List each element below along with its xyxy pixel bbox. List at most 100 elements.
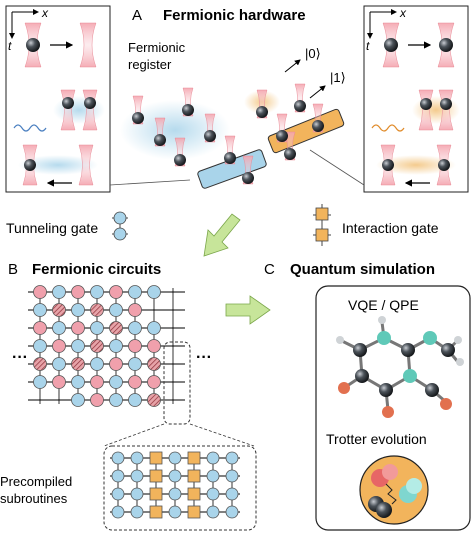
tunneling-gate-node (53, 322, 66, 335)
hatched-gate-node (91, 304, 104, 317)
tunneling-gate-node (169, 452, 181, 464)
phase-gate-node (34, 286, 47, 299)
phase-gate-node (72, 286, 85, 299)
tunneling-gate-symbol (112, 212, 128, 240)
fermion-atom (26, 38, 40, 52)
axis-x-label-right: x (399, 6, 407, 20)
tunneling-gate-node (129, 286, 142, 299)
tunneling-gate-node (110, 394, 123, 407)
zoom-line-right (190, 424, 254, 446)
callout-line-right (310, 150, 364, 185)
tunneling-gate-node (91, 322, 104, 335)
tunneling-gate-label: Tunneling gate (6, 220, 98, 236)
tunneling-gate-node (207, 488, 219, 500)
phase-gate-node (53, 340, 66, 353)
tunneling-gate-node (129, 358, 142, 371)
tunneling-cloud (53, 96, 105, 124)
callout-line-left (110, 180, 190, 185)
panel-b-title: Fermionic circuits (32, 261, 161, 278)
register-atom (242, 172, 254, 184)
interaction-gate-node (150, 470, 162, 482)
tunneling-gate-node (226, 470, 238, 482)
subroutine-highlight (164, 342, 190, 424)
arrow-b-to-c (226, 296, 270, 324)
interaction-gate-node (150, 506, 162, 518)
axis-x-label-left: x (41, 6, 49, 20)
interaction-gate-label: Interaction gate (342, 220, 439, 236)
register-label-line2: register (128, 57, 172, 72)
register-atom (284, 148, 296, 160)
tunneling-gate-node (169, 506, 181, 518)
tunneling-gate-node (110, 340, 123, 353)
tunneling-gate-node (207, 452, 219, 464)
phase-gate-node (110, 286, 123, 299)
interaction-gate-node (188, 488, 200, 500)
zoom-line-left (104, 424, 164, 446)
fermion-atom (384, 38, 398, 52)
tunneling-gate-node (91, 358, 104, 371)
interaction-gate-node (188, 470, 200, 482)
tunneling-gate-node (148, 286, 161, 299)
hatched-gate-node (148, 394, 161, 407)
ellipsis-right: ··· (196, 349, 212, 366)
register-atom (154, 134, 166, 146)
register-atom (204, 130, 216, 142)
tunneling-gate-node (226, 488, 238, 500)
tunneling-gate-node (34, 304, 47, 317)
tunneling-gate-node (207, 470, 219, 482)
interaction-gate-node (150, 488, 162, 500)
tunneling-gate-node (207, 506, 219, 518)
hatched-gate-node (148, 358, 161, 371)
tunneling-gate-node (226, 506, 238, 518)
interaction-gate-node (188, 452, 200, 464)
trotter-label: Trotter evolution (326, 431, 427, 447)
fermion-atom (438, 159, 450, 171)
fermion-atom (24, 159, 36, 171)
tunneling-gate-node (131, 470, 143, 482)
tunneling-gate-node (112, 452, 124, 464)
tunneling-gate-node (129, 322, 142, 335)
tunneling-gate-node (131, 506, 143, 518)
register-atom (294, 100, 306, 112)
panel-b-letter: B (8, 261, 18, 278)
ket-zero-arrow (285, 60, 300, 72)
fermion-atom (439, 38, 453, 52)
ket-zero: |0⟩ (305, 46, 321, 61)
fermion-atom (382, 159, 394, 171)
fermion-atom (440, 98, 452, 110)
phase-gate-node (129, 376, 142, 389)
phase-gate-node (91, 376, 104, 389)
trotter-evolution-illustration (360, 456, 428, 524)
ellipsis-left: ··· (12, 349, 28, 366)
ket-one: |1⟩ (330, 70, 346, 85)
interaction-gate-node (188, 506, 200, 518)
panel-a-title: Fermionic hardware (163, 7, 306, 24)
fermion-atom (62, 97, 74, 109)
phase-gate-node (91, 394, 104, 407)
tunneling-gate-node (169, 470, 181, 482)
phase-gate-node (34, 322, 47, 335)
register-atom (312, 120, 324, 132)
panel-c-title: Quantum simulation (290, 261, 435, 278)
fermionic-circuit-grid (28, 286, 185, 407)
register-atom (174, 154, 186, 166)
tunneling-gate-node (72, 376, 85, 389)
phase-gate-node (110, 358, 123, 371)
interaction-gate-node (150, 452, 162, 464)
tunneling-gate-node (131, 452, 143, 464)
tunneling-gate-node (112, 506, 124, 518)
interaction-gate-symbol (313, 204, 331, 246)
tunneling-gate-node (34, 340, 47, 353)
fermion-atom (84, 97, 96, 109)
hatched-gate-node (72, 358, 85, 371)
precompiled-label-line2: subroutines (0, 491, 68, 506)
tunneling-gate-node (169, 488, 181, 500)
tunneling-gate-node (72, 304, 85, 317)
phase-gate-node (148, 340, 161, 353)
register-atom (256, 106, 268, 118)
tunneling-gate-node (72, 340, 85, 353)
tunneling-gate-node (53, 358, 66, 371)
register-atom (182, 104, 194, 116)
phase-gate-node (129, 340, 142, 353)
